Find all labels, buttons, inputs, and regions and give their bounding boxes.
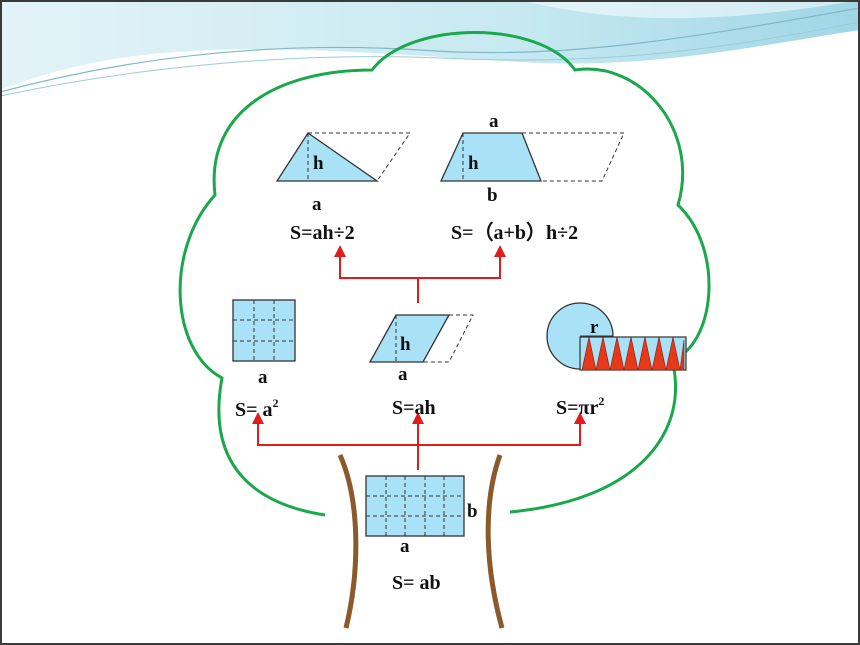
rectangle-width-label: b bbox=[467, 501, 478, 522]
tree-canopy-outline bbox=[178, 31, 711, 517]
header-banner bbox=[0, 0, 860, 97]
triangle-base-label: a bbox=[312, 194, 322, 215]
trapezoid-top-label: a bbox=[489, 111, 499, 132]
parallelogram-shape bbox=[368, 314, 474, 363]
rectangle-length-label: a bbox=[400, 536, 410, 557]
arrows-trunk-to-middle bbox=[257, 424, 581, 470]
trapezoid-shape bbox=[439, 132, 625, 182]
arrowheads-middle bbox=[252, 412, 586, 424]
parallelogram-height-label: h bbox=[400, 334, 411, 355]
circle-radius-label: r bbox=[590, 317, 599, 338]
trapezoid-area-formula: S=（a+b）h÷2 bbox=[451, 221, 578, 244]
arrows-middle-to-top bbox=[339, 257, 501, 303]
triangle-height-label: h bbox=[313, 153, 324, 174]
parallelogram-area-formula: S=ah bbox=[392, 397, 436, 419]
trapezoid-bottom-label: b bbox=[487, 185, 498, 206]
square-shape bbox=[232, 299, 296, 362]
rectangle-area-formula: S= ab bbox=[392, 572, 441, 594]
trapezoid-height-label: h bbox=[468, 153, 479, 174]
tree-trunk-left bbox=[337, 453, 359, 629]
square-side-label: a bbox=[258, 367, 268, 388]
arrowheads-top bbox=[334, 245, 506, 257]
square-area-formula: S= a2 bbox=[235, 396, 279, 421]
triangle-shape bbox=[275, 132, 411, 182]
triangle-area-formula: S=ah÷2 bbox=[290, 222, 355, 244]
tree-trunk-right bbox=[485, 454, 505, 629]
circle-area-formula: S=πr2 bbox=[556, 394, 604, 419]
circle-sectors-strip bbox=[579, 336, 687, 371]
parallelogram-base-label: a bbox=[398, 364, 408, 385]
rectangle-shape bbox=[365, 475, 465, 537]
